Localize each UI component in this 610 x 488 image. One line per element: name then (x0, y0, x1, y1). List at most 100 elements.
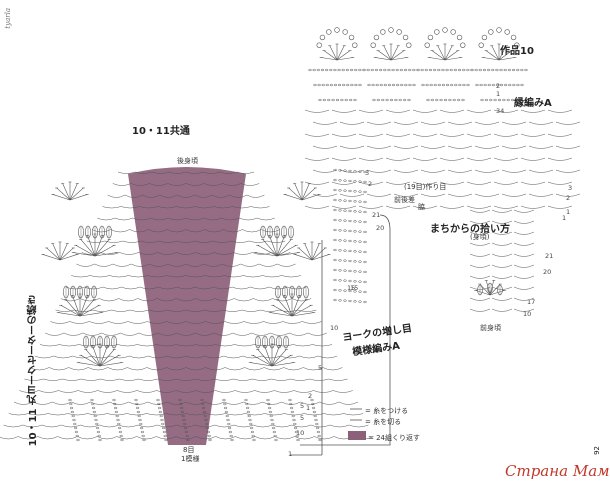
chain-stitch (333, 188, 337, 192)
chain-stitch (349, 68, 354, 72)
chain-loop (513, 231, 535, 235)
chain-loop (110, 229, 130, 233)
chain-loop (474, 121, 500, 125)
chain-loop (272, 424, 292, 428)
chain-stitch (249, 422, 253, 426)
row-number: 20 (543, 268, 551, 276)
picot-stitch (342, 29, 348, 35)
chain-loop (167, 263, 187, 267)
chain-loop (81, 378, 101, 381)
chain-loop (100, 378, 120, 381)
dc-stitch (99, 345, 108, 367)
chain-stitch (295, 434, 299, 438)
dc-stitch (498, 57, 515, 61)
chain-loop (240, 263, 260, 267)
chain-stitch (205, 426, 210, 430)
chain-stitch (250, 430, 255, 434)
chain-loop (202, 171, 221, 174)
chain-loop (264, 413, 285, 416)
chain-loop (304, 157, 330, 161)
chain-loop (204, 229, 224, 233)
dc-stitch (390, 50, 405, 61)
legend-repeat: = 24組くり返す (368, 434, 420, 442)
chain-loop (185, 217, 204, 221)
chain-stitch (93, 414, 97, 418)
chain-loop (140, 240, 160, 243)
chain-stitch (90, 398, 94, 402)
chain-loop (71, 401, 91, 405)
row-number: 3 (568, 184, 572, 192)
chain-loop (385, 133, 411, 137)
chain-loop (77, 390, 98, 393)
chain-stitch (137, 414, 141, 418)
common-title: 10・11共通 (132, 126, 190, 137)
chain-loop (513, 264, 535, 268)
chain-stitch (293, 426, 298, 430)
chain-stitch (140, 430, 145, 434)
picot-stitch (450, 29, 456, 35)
chain-stitch (358, 250, 362, 253)
dc-stitch (99, 349, 115, 367)
chain-loop (501, 169, 527, 173)
chain-loop (126, 413, 147, 416)
dc-stitch (489, 290, 505, 296)
dc-stitch (69, 194, 88, 201)
chain-loop (250, 286, 270, 290)
chain-loop (242, 229, 262, 233)
chain-stitch (480, 98, 484, 102)
chain-loop (127, 367, 148, 371)
chain-loop (63, 332, 83, 336)
chain-loop (493, 205, 519, 209)
chain-stitch (343, 249, 347, 252)
chain-stitch (363, 250, 367, 254)
chain-loop (195, 436, 216, 440)
chain-loop (318, 355, 338, 359)
chain-loop (132, 217, 151, 221)
chain-stitch (348, 299, 352, 303)
chain-loop (158, 286, 177, 290)
chain-stitch (341, 83, 346, 87)
dc-stitch (79, 299, 95, 317)
chain-loop (48, 413, 68, 416)
chain-loop (469, 209, 491, 213)
chain-loop (328, 378, 348, 381)
chain-loop (195, 332, 215, 336)
dc-stitch (444, 45, 453, 61)
chain-stitch (348, 279, 352, 283)
dc-stitch (298, 247, 313, 261)
chain-loop (157, 332, 177, 336)
logo: tyarla (4, 8, 12, 29)
chain-loop (439, 205, 465, 209)
chain-loop (204, 401, 225, 405)
chain-stitch (338, 249, 342, 252)
chain-stitch (394, 98, 398, 102)
chain-loop (293, 390, 314, 393)
chain-loop (176, 436, 196, 440)
chain-stitch (203, 414, 207, 418)
chain-stitch (439, 98, 443, 102)
chain-stitch (91, 402, 95, 406)
chain-stitch (445, 68, 449, 72)
row-number: 5 (300, 414, 304, 422)
watermark: Страна Мам (505, 462, 610, 480)
chain-stitch (315, 422, 319, 426)
chain-loop (304, 205, 330, 209)
chain-loop (223, 355, 243, 359)
chain-stitch (371, 83, 375, 87)
dc-stitch (92, 345, 101, 367)
chain-stitch (68, 398, 72, 402)
chain-loop (331, 133, 357, 137)
chain-loop (24, 378, 44, 381)
dc-stitch (429, 57, 446, 61)
chain-stitch (453, 68, 458, 72)
chain-stitch (486, 68, 491, 72)
chain-loop (88, 367, 108, 371)
chain-stitch (363, 270, 367, 274)
chain-stitch (230, 438, 234, 442)
chain-loop (304, 133, 330, 137)
dc-stitch (79, 304, 100, 317)
chain-stitch (341, 68, 345, 72)
chain-stitch (338, 189, 342, 192)
dc-stitch (291, 295, 300, 317)
dc-stitch (80, 354, 101, 367)
